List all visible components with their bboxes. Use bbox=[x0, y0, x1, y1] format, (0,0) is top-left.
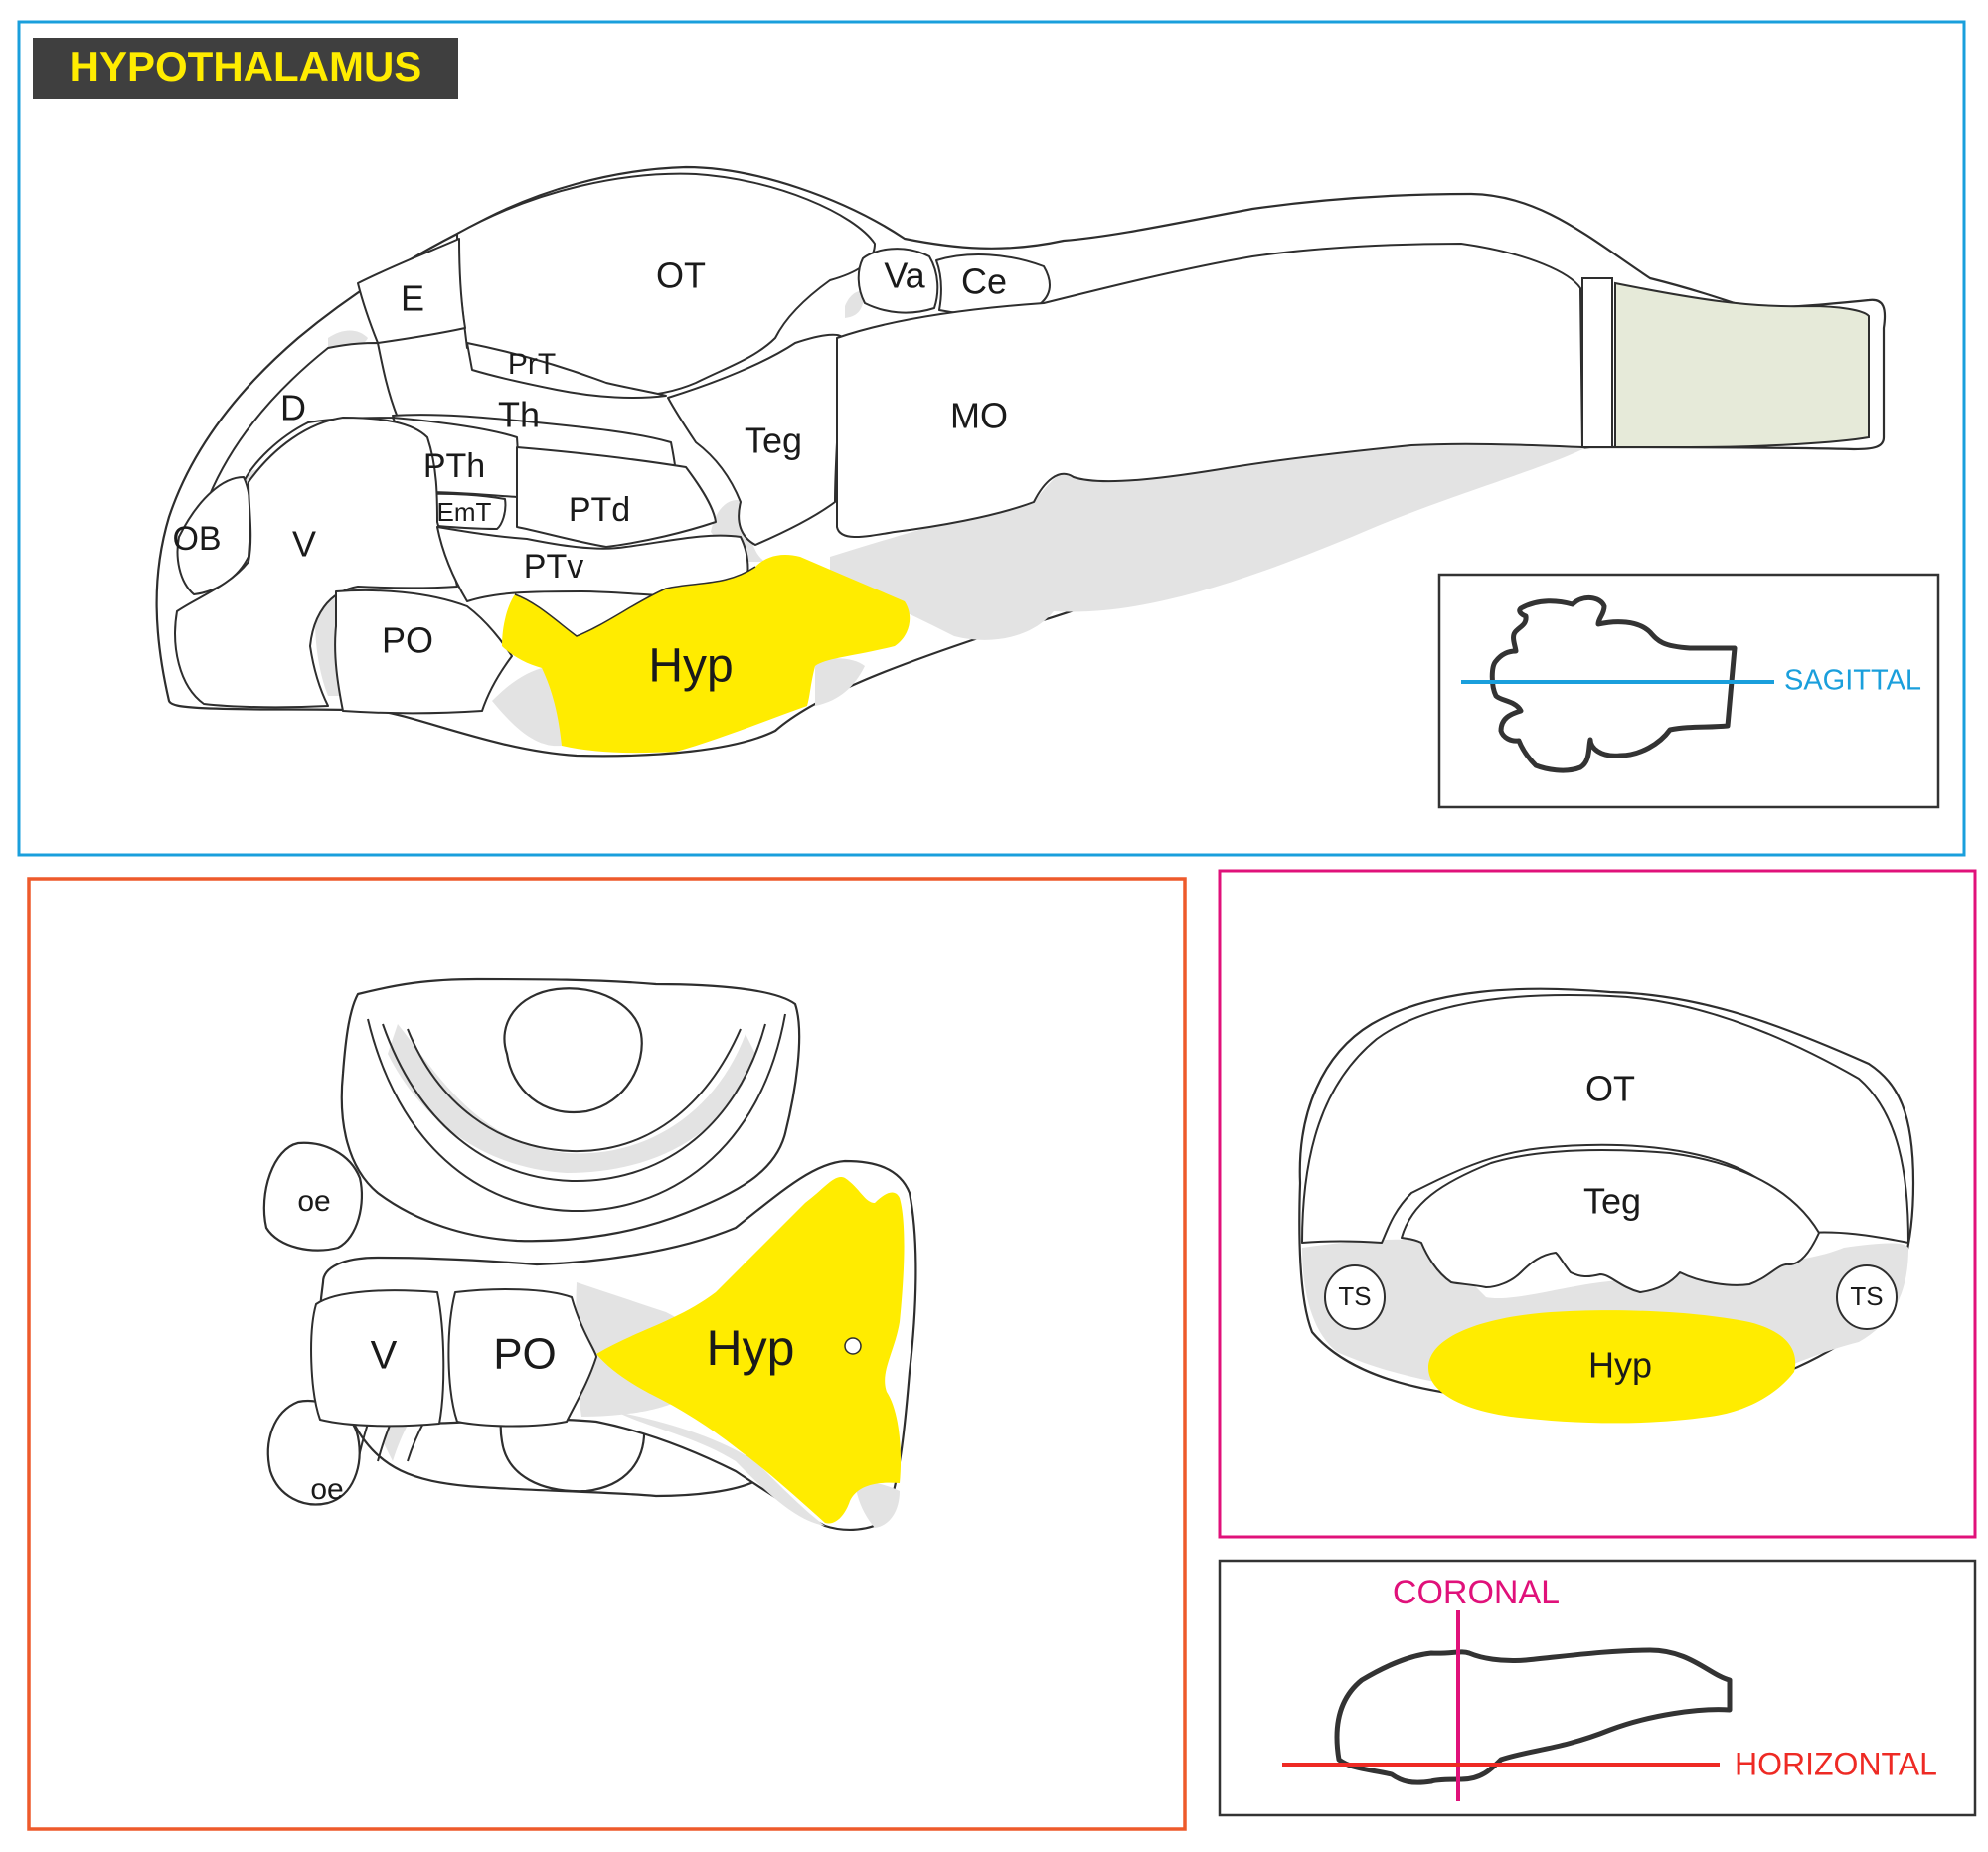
coronal-region-Teg bbox=[1401, 1149, 1820, 1293]
ventricle-gray-va bbox=[845, 291, 865, 318]
horizontal-label-oe-bottom: oe bbox=[310, 1473, 343, 1506]
horizontal-gray-tail bbox=[855, 1481, 900, 1528]
region-D bbox=[208, 342, 399, 498]
ventricle-gray-hyp-tail bbox=[815, 658, 865, 706]
horizontal-panel-frame bbox=[27, 877, 1187, 1831]
label-PTh: PTh bbox=[423, 447, 485, 485]
spinal-segment-white bbox=[1581, 277, 1613, 448]
coronal-section: OT Teg TS TS Hyp bbox=[1298, 987, 1915, 1424]
coronal-panel: OT Teg TS TS Hyp bbox=[1218, 869, 1977, 1539]
region-V bbox=[174, 417, 458, 709]
eye-top-ring-gray bbox=[388, 1024, 755, 1173]
horizontal-region-Hyp-highlight bbox=[596, 1177, 905, 1524]
title-background bbox=[33, 38, 458, 99]
horizontal-section: oe oe V PO Hyp bbox=[262, 977, 917, 1532]
olfactory-epithelium-bottom bbox=[266, 1399, 361, 1506]
label-MO: MO bbox=[950, 396, 1008, 436]
region-E bbox=[357, 238, 466, 344]
sagittal-panel-frame bbox=[17, 20, 1966, 857]
title-badge: HYPOTHALAMUS bbox=[33, 38, 458, 99]
brain-dorsal-silhouette bbox=[1489, 595, 1738, 773]
coronal-region-Hyp-highlight bbox=[1428, 1310, 1796, 1424]
coronal-region-TS-left bbox=[1324, 1264, 1386, 1330]
eye-top-ring-2 bbox=[407, 1028, 742, 1153]
region-MO bbox=[836, 243, 1583, 538]
label-Hyp: Hyp bbox=[648, 640, 733, 693]
region-Hyp-outline bbox=[514, 566, 756, 637]
coronal-label-OT: OT bbox=[1585, 1069, 1635, 1109]
plane-key-inset: CORONAL HORIZONTAL bbox=[1218, 1559, 1977, 1817]
sagittal-plane-inset: SAGITTAL bbox=[1437, 573, 1940, 809]
coronal-label-TS-right: TS bbox=[1850, 1281, 1883, 1311]
label-Va: Va bbox=[884, 255, 925, 296]
eye-top-lens bbox=[503, 987, 643, 1114]
region-PrT bbox=[466, 342, 667, 399]
region-PO bbox=[334, 589, 513, 715]
sagittal-plane-label: SAGITTAL bbox=[1784, 665, 1921, 697]
brain-lateral-silhouette bbox=[1334, 1647, 1733, 1785]
label-Ce: Ce bbox=[961, 261, 1007, 302]
spinal-cord-green bbox=[1614, 281, 1870, 448]
coronal-plane-label: CORONAL bbox=[1393, 1574, 1560, 1611]
coronal-label-Hyp: Hyp bbox=[1588, 1345, 1652, 1386]
ventricle-gray-po bbox=[314, 591, 353, 696]
coronal-label-TS-left: TS bbox=[1338, 1281, 1371, 1311]
horizontal-label-oe-top: oe bbox=[297, 1185, 330, 1218]
olfactory-epithelium-top bbox=[262, 1141, 364, 1252]
coronal-region-TS-right bbox=[1836, 1264, 1898, 1330]
coronal-panel-frame bbox=[1218, 869, 1977, 1539]
label-EmT: EmT bbox=[437, 497, 492, 527]
label-E: E bbox=[401, 278, 424, 319]
label-OB: OB bbox=[172, 520, 221, 558]
sagittal-panel: HYPOTHALAMUS bbox=[17, 20, 1966, 857]
horizontal-gray-lower bbox=[616, 1412, 825, 1526]
horizontal-label-PO: PO bbox=[493, 1330, 557, 1379]
coronal-region-OT bbox=[1301, 994, 1909, 1244]
region-PTd bbox=[516, 446, 717, 548]
ventricle-gray-hyp-base bbox=[492, 668, 562, 747]
panel-title: HYPOTHALAMUS bbox=[70, 43, 422, 89]
region-Teg bbox=[667, 333, 844, 546]
ventricle-gray-main bbox=[830, 435, 1590, 640]
label-PTd: PTd bbox=[569, 491, 630, 529]
horizontal-label-V: V bbox=[371, 1334, 398, 1378]
eye-top-ring-1 bbox=[382, 1023, 766, 1183]
horizontal-label-Hyp: Hyp bbox=[707, 1320, 795, 1376]
horizontal-region-PO bbox=[447, 1288, 597, 1428]
sagittal-brain: OT Va Ce E PrT Th D Teg MO PTh EmT PTd O… bbox=[155, 165, 1887, 758]
label-V: V bbox=[292, 524, 316, 565]
label-OT: OT bbox=[656, 255, 706, 296]
region-Va bbox=[857, 248, 939, 314]
coronal-label-Teg: Teg bbox=[1583, 1181, 1641, 1222]
label-PrT: PrT bbox=[508, 348, 556, 381]
label-PO: PO bbox=[382, 620, 433, 661]
horizontal-hyp-hole bbox=[844, 1337, 862, 1355]
eye-top-ring-3 bbox=[367, 1013, 786, 1213]
horizontal-panel: oe oe V PO Hyp bbox=[27, 877, 1187, 1831]
label-D: D bbox=[280, 388, 306, 428]
region-Hyp-highlight bbox=[502, 555, 911, 754]
label-Teg: Teg bbox=[745, 421, 802, 461]
label-Th: Th bbox=[498, 395, 540, 435]
plane-key-frame bbox=[1218, 1559, 1977, 1817]
horizontal-region-V bbox=[310, 1289, 445, 1428]
horizontal-plane-label: HORIZONTAL bbox=[1735, 1746, 1937, 1781]
label-PTv: PTv bbox=[524, 548, 583, 586]
